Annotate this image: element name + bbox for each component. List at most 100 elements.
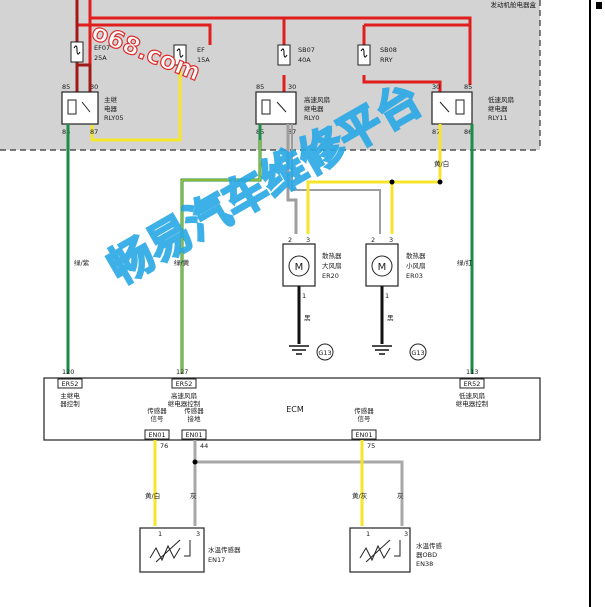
wire-grey-sensor-ground bbox=[193, 440, 404, 526]
relay-rly05: 85 30 86 87 主继 电器 RLY05 bbox=[61, 83, 124, 136]
svg-text:40A: 40A bbox=[298, 56, 311, 64]
svg-text:30: 30 bbox=[288, 83, 296, 91]
svg-text:EN17: EN17 bbox=[208, 556, 225, 564]
wire-green-yellow-stripe bbox=[181, 140, 261, 374]
svg-text:RLY05: RLY05 bbox=[104, 114, 124, 122]
svg-text:G13: G13 bbox=[411, 349, 424, 357]
svg-text:水温传感器: 水温传感器 bbox=[208, 545, 241, 554]
svg-text:继电器控制: 继电器控制 bbox=[168, 399, 201, 408]
svg-text:EN01: EN01 bbox=[355, 431, 372, 439]
fuse-sb08: SB08 RRY bbox=[357, 44, 397, 66]
motor-er20: M 2 3 1 散热器 大风扇 ER20 bbox=[282, 236, 342, 300]
fuse-box-background bbox=[0, 0, 540, 150]
svg-text:3: 3 bbox=[196, 530, 200, 538]
svg-text:接地: 接地 bbox=[188, 414, 202, 423]
wire-yellow-ef-to-rly05 bbox=[90, 65, 182, 142]
svg-text:传感器: 传感器 bbox=[184, 406, 204, 415]
svg-text:传感器: 传感器 bbox=[354, 406, 374, 415]
svg-text:器控制: 器控制 bbox=[60, 399, 80, 408]
svg-text:大风扇: 大风扇 bbox=[322, 261, 342, 270]
ground-label-g13: G13 G13 bbox=[316, 343, 427, 361]
pin-75: 75 bbox=[367, 442, 375, 450]
svg-text:85: 85 bbox=[62, 83, 70, 91]
svg-text:ER20: ER20 bbox=[322, 272, 339, 280]
svg-text:高速风扇: 高速风扇 bbox=[304, 95, 330, 104]
svg-text:传感器: 传感器 bbox=[147, 406, 167, 415]
svg-text:EN01: EN01 bbox=[185, 431, 202, 439]
junction-dot bbox=[437, 179, 443, 185]
svg-text:M: M bbox=[378, 262, 387, 273]
svg-text:EN01: EN01 bbox=[148, 431, 165, 439]
svg-text:ER52: ER52 bbox=[62, 380, 79, 388]
wire-label-s2b: 灰 bbox=[397, 491, 404, 500]
wire-label-mid: 绿/黄 bbox=[174, 258, 190, 267]
svg-text:EF: EF bbox=[197, 46, 205, 54]
svg-text:ER52: ER52 bbox=[464, 380, 481, 388]
wire-label-ground: 黑 bbox=[387, 314, 394, 322]
svg-text:RLY11: RLY11 bbox=[488, 114, 508, 122]
svg-text:1: 1 bbox=[385, 292, 389, 300]
svg-text:器OBD: 器OBD bbox=[416, 551, 437, 559]
svg-text:低速风扇: 低速风扇 bbox=[488, 95, 514, 104]
svg-text:信号: 信号 bbox=[151, 414, 165, 423]
svg-text:小风扇: 小风扇 bbox=[406, 261, 426, 270]
svg-text:113: 113 bbox=[466, 368, 478, 376]
svg-text:SB08: SB08 bbox=[380, 46, 397, 54]
svg-text:高速风扇: 高速风扇 bbox=[171, 391, 197, 400]
svg-text:继电器: 继电器 bbox=[488, 104, 508, 113]
svg-text:G13: G13 bbox=[318, 349, 331, 357]
svg-text:1: 1 bbox=[302, 292, 306, 300]
svg-text:水温传感: 水温传感 bbox=[416, 541, 443, 550]
svg-text:2: 2 bbox=[288, 236, 292, 244]
page-corner-mark bbox=[596, 2, 602, 9]
svg-text:继电器控制: 继电器控制 bbox=[456, 399, 489, 408]
fuse-box-title: 发动机舱电器盒 bbox=[491, 0, 537, 9]
svg-text:RLY0: RLY0 bbox=[304, 114, 319, 122]
svg-text:15A: 15A bbox=[197, 56, 210, 64]
wire-label-ground: 黑 bbox=[304, 314, 311, 322]
svg-text:ECM: ECM bbox=[286, 405, 304, 414]
svg-text:1: 1 bbox=[366, 530, 370, 538]
relay-rly0: 85 30 85 87 高速风扇 继电器 RLY0 bbox=[255, 83, 330, 136]
svg-text:电器: 电器 bbox=[104, 104, 118, 113]
pin-44: 44 bbox=[200, 442, 208, 450]
svg-text:87: 87 bbox=[432, 128, 440, 136]
svg-text:120: 120 bbox=[62, 368, 74, 376]
svg-text:2: 2 bbox=[371, 236, 375, 244]
svg-text:EN38: EN38 bbox=[416, 560, 433, 568]
junction-dot bbox=[389, 179, 395, 185]
wire-grey-relay-to-motor-2 bbox=[291, 124, 381, 234]
svg-text:86: 86 bbox=[62, 128, 70, 136]
wire-label-left: 绿/紫 bbox=[74, 258, 90, 267]
wire-yellow-white bbox=[306, 124, 442, 234]
wire-label-s1a: 黄/白 bbox=[145, 491, 160, 500]
wire-grey-relay-to-motor bbox=[286, 124, 298, 234]
svg-text:SB07: SB07 bbox=[298, 46, 315, 54]
wire-label-right: 绿/红 bbox=[457, 258, 473, 267]
svg-text:87: 87 bbox=[90, 128, 98, 136]
wire-label-yellow-white: 黄/白 bbox=[434, 159, 449, 168]
svg-text:主继: 主继 bbox=[104, 95, 118, 104]
svg-text:3: 3 bbox=[404, 530, 408, 538]
wire-label-s2a: 黄/灰 bbox=[352, 491, 368, 500]
svg-text:EF07: EF07 bbox=[94, 44, 110, 52]
junction-dot bbox=[192, 459, 198, 465]
svg-text:3: 3 bbox=[389, 236, 393, 244]
svg-text:ER03: ER03 bbox=[406, 272, 423, 280]
svg-text:1: 1 bbox=[158, 530, 162, 538]
svg-text:86: 86 bbox=[464, 128, 472, 136]
svg-text:M: M bbox=[295, 262, 304, 273]
sensor-en38: 1 3 水温传感 器OBD EN38 bbox=[349, 527, 443, 573]
wire-label-s1b: 灰 bbox=[190, 491, 197, 500]
svg-text:ER52: ER52 bbox=[176, 380, 193, 388]
ecm-module: ECM 120 127 113 ER52 ER52 ER52 主继电 器控制 高… bbox=[43, 368, 541, 441]
svg-text:30: 30 bbox=[90, 83, 98, 91]
svg-text:RRY: RRY bbox=[380, 56, 393, 64]
relay-rly11: 30 85 87 86 低速风扇 继电器 RLY11 bbox=[431, 83, 514, 136]
svg-text:25A: 25A bbox=[94, 54, 107, 62]
pin-76: 76 bbox=[160, 442, 168, 450]
svg-text:散热器: 散热器 bbox=[322, 251, 342, 260]
svg-text:主继电: 主继电 bbox=[60, 391, 80, 400]
fuse-ef07: EF07 25A bbox=[70, 41, 110, 63]
